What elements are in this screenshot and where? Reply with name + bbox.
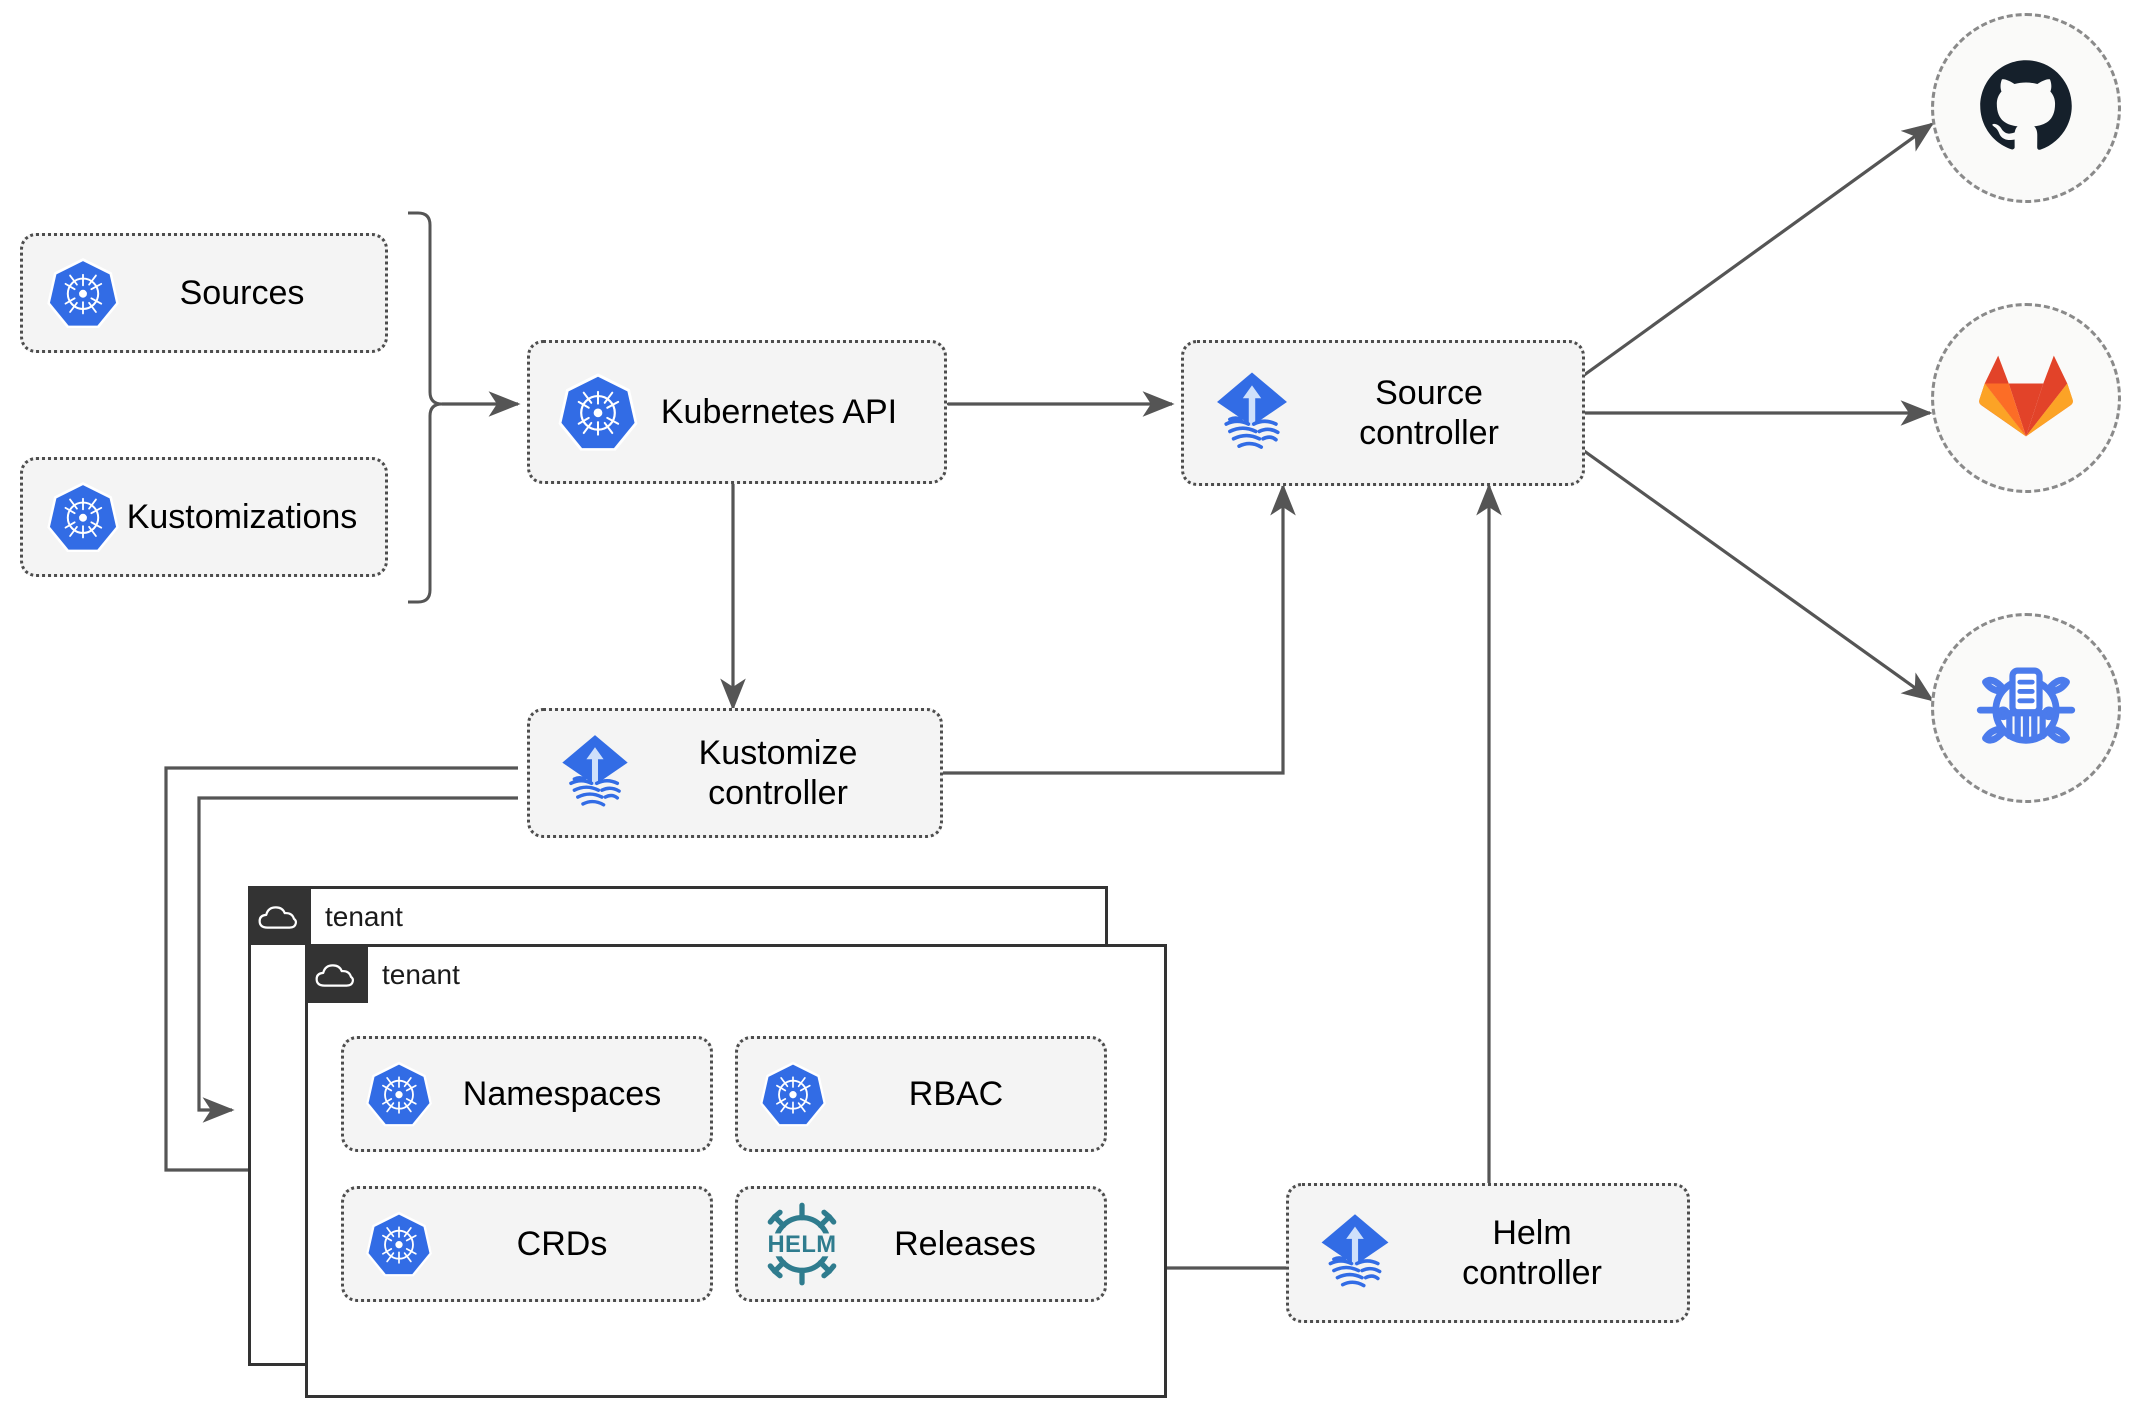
provider-helm-repository[interactable] <box>1931 613 2121 803</box>
node-kustomize-controller[interactable]: Kustomize controller <box>527 708 943 838</box>
cloud-icon <box>251 889 307 945</box>
tenant-tab-1 <box>251 889 311 945</box>
kubernetes-icon <box>364 1059 434 1129</box>
node-sources[interactable]: Sources <box>20 233 388 353</box>
node-kubernetes-api[interactable]: Kubernetes API <box>527 340 947 484</box>
tenant-title-1: tenant <box>325 901 403 932</box>
node-label: Kustomizations <box>126 497 358 536</box>
kubernetes-icon <box>364 1209 434 1279</box>
gitlab-icon <box>1978 348 2074 449</box>
node-label: Kubernetes API <box>660 392 898 431</box>
resource-label: Releases <box>894 1224 1036 1263</box>
tenant-title-2: tenant <box>382 959 460 990</box>
cloud-icon <box>308 947 364 1003</box>
node-label: Source controller <box>1359 373 1499 452</box>
flux-icon <box>1311 1209 1399 1297</box>
helm-text-icon: HELM <box>758 1200 846 1288</box>
resource-label: RBAC <box>908 1074 1004 1113</box>
svg-text:HELM: HELM <box>767 1231 836 1258</box>
resource-rbac[interactable]: RBAC <box>735 1036 1107 1152</box>
kubernetes-icon <box>45 479 121 555</box>
kubernetes-icon <box>45 255 121 331</box>
kubernetes-icon <box>556 370 640 454</box>
edge-group-brace <box>408 211 443 604</box>
node-helm-controller[interactable]: Helm controller <box>1286 1183 1690 1323</box>
kubernetes-icon <box>758 1059 828 1129</box>
tenant-container-2[interactable]: tenant <box>305 944 1167 1398</box>
provider-gitlab[interactable] <box>1931 303 2121 493</box>
github-icon <box>1974 54 2078 163</box>
node-kustomizations[interactable]: Kustomizations <box>20 457 388 577</box>
flux-icon <box>552 730 638 816</box>
node-source-controller[interactable]: Source controller <box>1181 340 1585 486</box>
node-label: Helm controller <box>1462 1213 1602 1292</box>
edge-kustomize-to-source-controller <box>943 483 1296 775</box>
provider-github[interactable] <box>1931 13 2121 203</box>
resource-label: Namespaces <box>462 1074 662 1113</box>
node-label: Kustomize controller <box>698 733 858 812</box>
flux-icon <box>1206 367 1298 459</box>
tenant-tab-2 <box>308 947 368 1003</box>
resource-releases[interactable]: HELM Releases <box>735 1186 1107 1302</box>
resource-label: CRDs <box>516 1224 608 1263</box>
resource-crds[interactable]: CRDs <box>341 1186 713 1302</box>
node-label: Sources <box>179 273 305 312</box>
edge-source-to-helm-repo <box>1579 446 1935 702</box>
resource-namespaces[interactable]: Namespaces <box>341 1036 713 1152</box>
edge-source-to-github <box>1579 122 1935 380</box>
helm-icon <box>1974 654 2078 763</box>
